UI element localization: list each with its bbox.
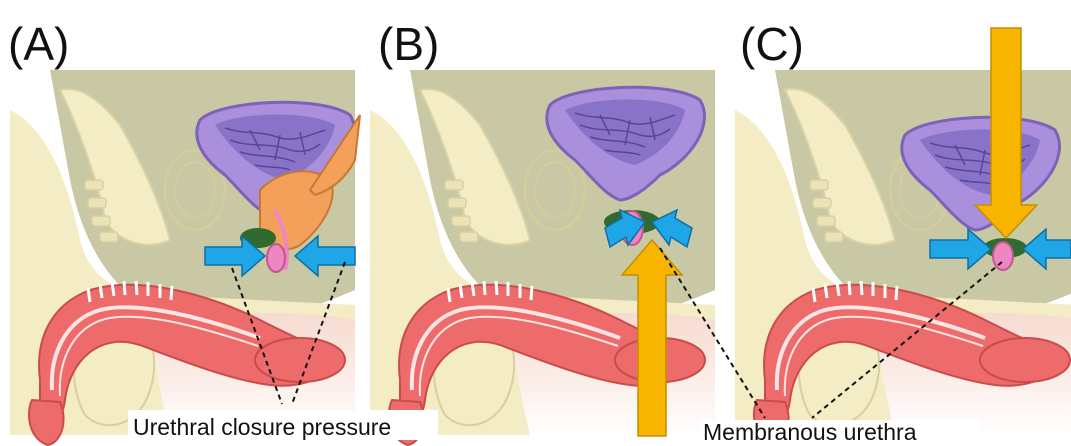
caption-membranous-urethra: Membranous urethra [703, 419, 917, 445]
panel-label-c: (C) [740, 18, 804, 70]
caption-urethral-closure-pressure: Urethral closure pressure [133, 414, 391, 440]
panel-label-b: (B) [378, 18, 439, 70]
panel-label-a: (A) [8, 18, 69, 70]
